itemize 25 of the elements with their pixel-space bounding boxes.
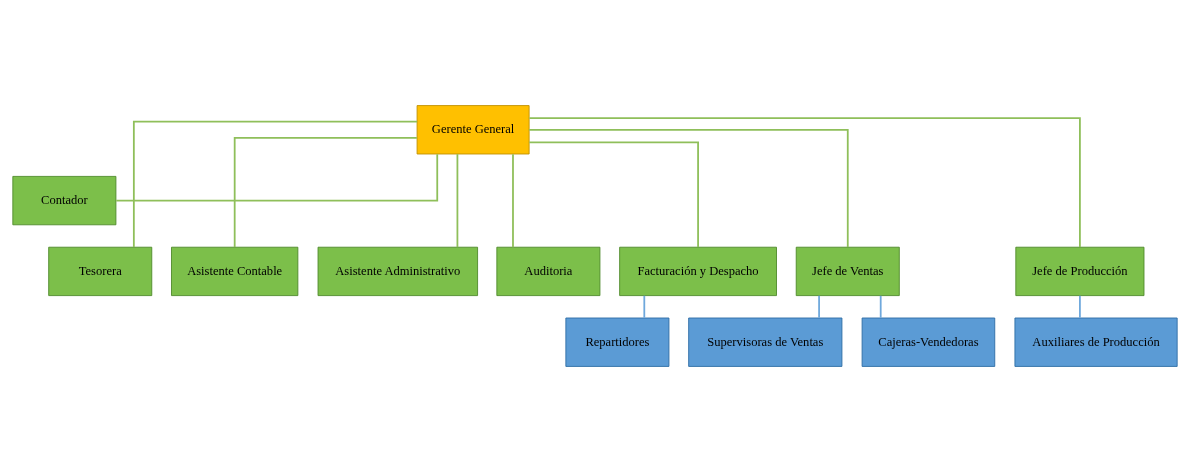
connector <box>233 136 418 248</box>
node-box: Asistente Administrativo <box>317 246 479 296</box>
connector <box>879 294 882 319</box>
node-box: Tesorera <box>48 246 153 296</box>
connector <box>528 116 1081 248</box>
node-box: Supervisoras de Ventas <box>688 317 843 367</box>
connector <box>818 294 820 319</box>
node-box: Jefe de Producción <box>1015 246 1145 296</box>
node-box: Facturación y Despacho <box>619 246 777 296</box>
node-box: Asistente Contable <box>171 246 299 296</box>
connector <box>115 152 439 201</box>
node-box: Jefe de Ventas <box>795 246 900 296</box>
node-box: Auxiliares de Producción <box>1014 317 1178 367</box>
connector <box>512 152 514 248</box>
connector <box>132 120 418 248</box>
node-box: Cajeras-Vendedoras <box>861 317 996 367</box>
connector <box>528 128 849 248</box>
node-box: Repartidores <box>565 317 670 367</box>
node-box: Auditoria <box>496 246 601 296</box>
connector <box>528 140 699 248</box>
connector <box>456 152 459 248</box>
node-box: Contador <box>12 175 117 225</box>
connector <box>643 294 646 319</box>
node-box: Gerente General <box>416 104 530 154</box>
connector <box>1079 294 1081 319</box>
